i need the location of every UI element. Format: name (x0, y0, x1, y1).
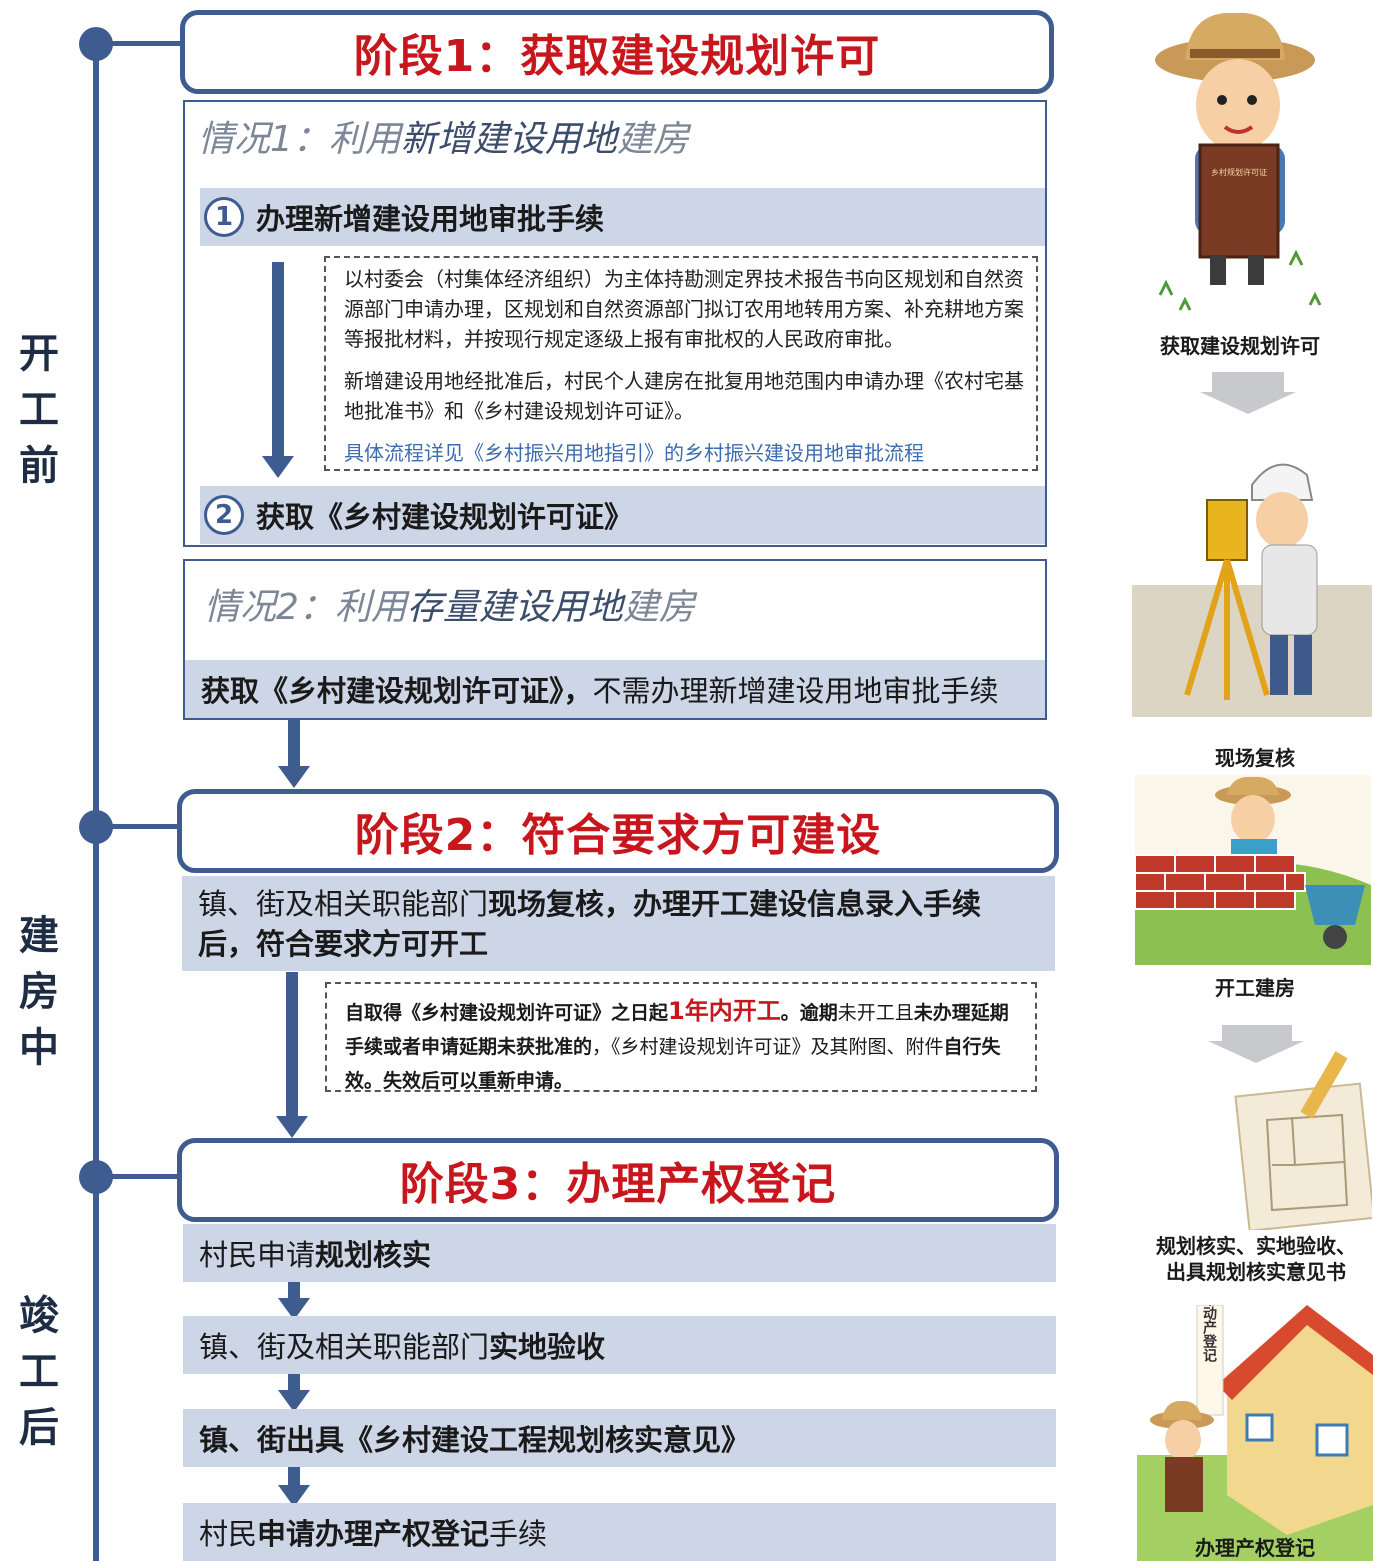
caption-permit: 获取建设规划许可 (1160, 334, 1320, 358)
case2-band: 获取《乡村建设规划许可证》，不需办理新增建设用地审批手续 (185, 660, 1045, 718)
stage2-arrow-shaft (286, 972, 298, 1118)
case1-step2: 2 获取《乡村建设规划许可证》 (200, 486, 1045, 544)
farmer-holding-permit-illustration: 乡村规划许可证 (1155, 12, 1322, 311)
blueprint-illustration (1234, 1051, 1372, 1230)
grey-arrow-1-bar (1212, 372, 1284, 394)
stage2-note: 自取得《乡村建设规划许可证》之日起1年内开工。逾期未开工且未办理延期手续或者申请… (325, 982, 1037, 1092)
phase-label-during: 建房中 (19, 913, 59, 1071)
timeline-connector-stage3 (110, 1174, 182, 1179)
case2-heading: 情况2：利用存量建设用地建房 (204, 587, 695, 628)
stage1-title-box: 阶段1：获取建设规划许可 (180, 10, 1054, 94)
stage2-band: 镇、街及相关职能部门现场复核，办理开工建设信息录入手续后，符合要求方可开工 (182, 876, 1055, 971)
caption-start-building: 开工建房 (1215, 976, 1295, 1000)
guide-link[interactable]: 具体流程详见《乡村振兴用地指引》的乡村振兴建设用地审批流程 (344, 441, 924, 465)
stage3-arrow2-head (278, 1390, 310, 1412)
house-registration-illustration: 不动产登记 (1137, 1305, 1373, 1561)
case1-arrow-shaft (272, 262, 284, 458)
arrow-to-stage2-head (278, 766, 310, 788)
step-number-1: 1 (204, 197, 244, 237)
caption-registration: 办理产权登记 (1195, 1536, 1315, 1560)
caption-site-review: 现场复核 (1215, 746, 1295, 770)
arrow-to-stage2-shaft (288, 720, 300, 768)
stage3-arrow1-shaft (288, 1282, 300, 1302)
timeline-dot-stage1 (79, 27, 113, 61)
stage3-arrow3-shaft (288, 1467, 300, 1489)
case1-arrow-head (262, 456, 294, 478)
book-label: 乡村规划许可证 (1211, 167, 1267, 177)
timeline-line (93, 40, 99, 1561)
stage3-step2: 镇、街及相关职能部门实地验收 (183, 1316, 1056, 1374)
registration-sign: 不动产登记 (1202, 1305, 1218, 1363)
grey-arrow-2-bar (1222, 1025, 1292, 1043)
stage3-step4: 村民申请办理产权登记手续 (183, 1503, 1056, 1561)
stage2-title-box: 阶段2：符合要求方可建设 (177, 789, 1059, 873)
timeline-connector-stage2 (110, 824, 182, 829)
case1-note: 以村委会（村集体经济组织）为主体持勘测定界技术报告书向区规划和自然资源部门申请办… (324, 256, 1038, 471)
timeline-dot-stage2 (79, 810, 113, 844)
stage3-title: 阶段3：办理产权登记 (399, 1159, 837, 1210)
grey-arrow-2-head (1208, 1041, 1304, 1063)
stage2-arrow-head (276, 1116, 308, 1138)
bricklaying-illustration (1135, 775, 1371, 965)
stage3-arrow3-head (278, 1485, 310, 1507)
phase-label-after: 竣工后 (19, 1293, 59, 1451)
timeline-connector-stage1 (110, 41, 185, 46)
phase-label-before: 开工前 (19, 331, 59, 489)
stage3-title-box: 阶段3：办理产权登记 (177, 1138, 1059, 1222)
stage1-title: 阶段1：获取建设规划许可 (353, 31, 881, 82)
stage3-arrow1-head (278, 1298, 310, 1320)
step-number-2: 2 (204, 495, 244, 535)
surveyor-illustration (1132, 463, 1372, 717)
stage3-step3: 镇、街出具《乡村建设工程规划核实意见》 (183, 1409, 1056, 1467)
caption-verification: 规划核实、实地验收、 出具规划核实意见书 (1156, 1234, 1356, 1284)
case1-heading: 情况1：利用新增建设用地建房 (198, 119, 689, 160)
grey-arrow-1-head (1200, 392, 1296, 414)
stage3-arrow2-shaft (288, 1374, 300, 1394)
case1-step1: 1 办理新增建设用地审批手续 (200, 188, 1045, 246)
stage2-title: 阶段2：符合要求方可建设 (354, 810, 882, 861)
stage3-step1: 村民申请规划核实 (183, 1224, 1056, 1282)
timeline-dot-stage3 (79, 1160, 113, 1194)
